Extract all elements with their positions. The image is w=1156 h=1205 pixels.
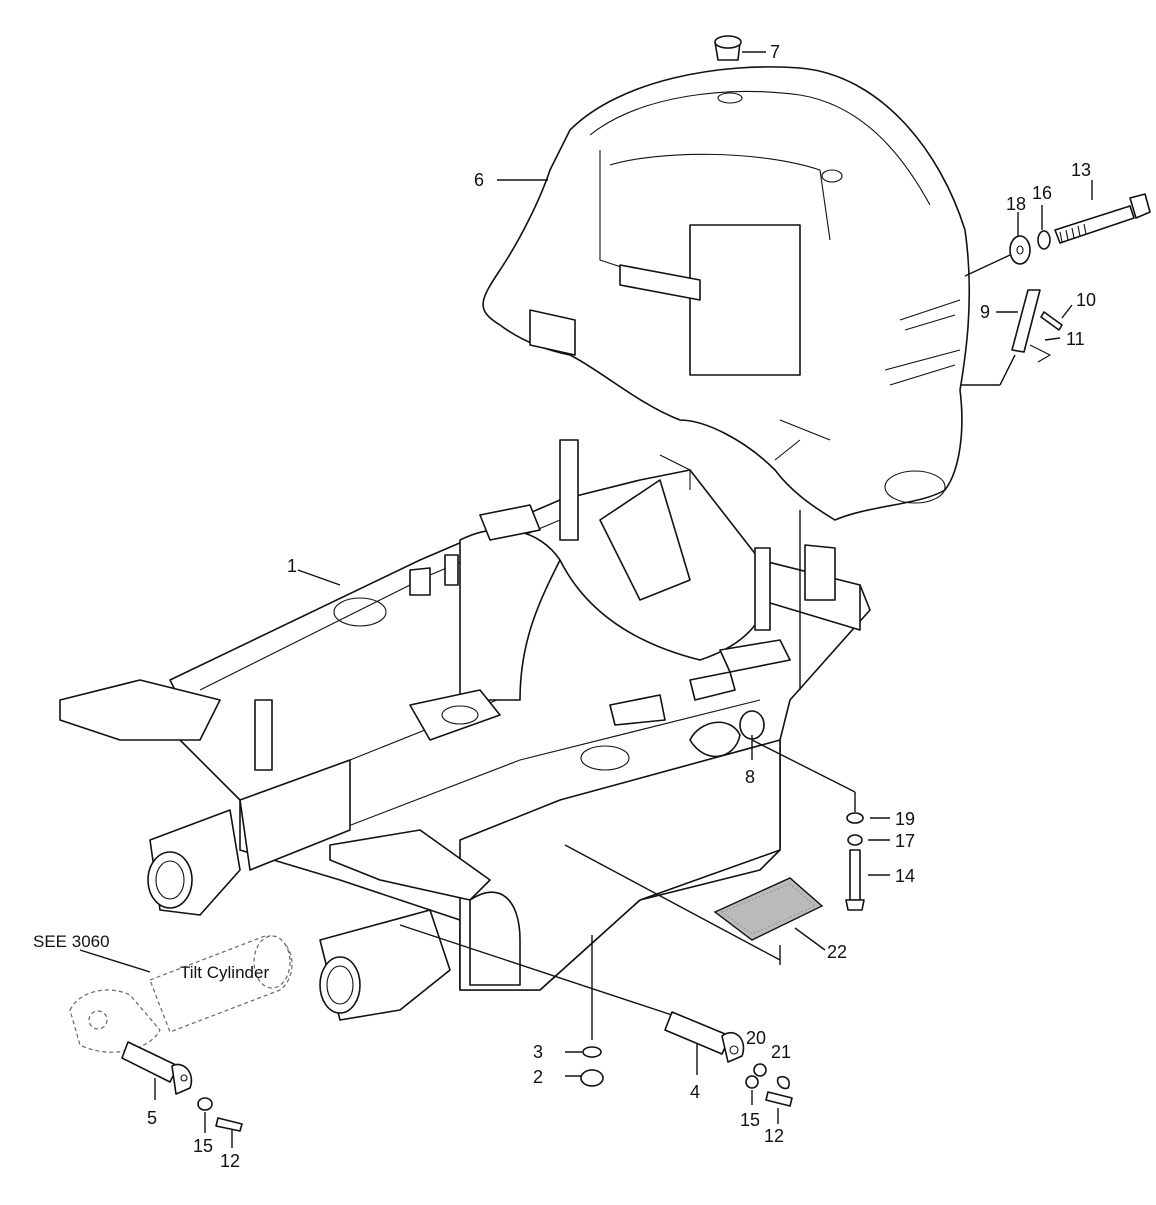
- callout-4: 4: [690, 1082, 700, 1102]
- callout-2: 2: [533, 1067, 543, 1087]
- callout-13: 13: [1071, 160, 1091, 180]
- tilt-cylinder-label: Tilt Cylinder: [180, 963, 269, 982]
- callout-21: 21: [771, 1042, 791, 1062]
- pin-part-5: [121, 1041, 243, 1132]
- callout-1: 1: [287, 556, 297, 576]
- callout-20: 20: [746, 1028, 766, 1048]
- callout-17: 17: [895, 831, 915, 851]
- pin-assembly-9-10-11: [960, 289, 1063, 386]
- bolt-assembly-13-16-18: [964, 193, 1151, 277]
- nut-washer-2-3: [580, 1046, 604, 1087]
- callout-15: 15: [193, 1136, 213, 1156]
- callout-12-second: 12: [764, 1126, 784, 1146]
- plate-part-22: [713, 877, 824, 941]
- callout-6: 6: [474, 170, 484, 190]
- callout-5: 5: [147, 1108, 157, 1128]
- callout-14: 14: [895, 866, 915, 886]
- callout-9: 9: [980, 302, 990, 322]
- tilt-cylinder-reference: [69, 935, 293, 1053]
- callout-22: 22: [827, 942, 847, 962]
- callout-15-second: 15: [740, 1110, 760, 1130]
- leader-lines: [79, 51, 1093, 1148]
- callout-3: 3: [533, 1042, 543, 1062]
- plug-part-7: [714, 35, 742, 61]
- callout-19: 19: [895, 809, 915, 829]
- bolt-assembly-14-17-19: [845, 812, 865, 911]
- callout-12: 12: [220, 1151, 240, 1171]
- counterweight-part: [482, 66, 971, 521]
- callout-18: 18: [1006, 194, 1026, 214]
- callout-7: 7: [770, 42, 780, 62]
- main-frame-part: [59, 439, 871, 1021]
- reference-note: SEE 3060: [33, 932, 110, 951]
- callout-8: 8: [745, 767, 755, 787]
- callout-labels: 1 2 3 4 5 6 7 8 9 10 11 12 13 14 15 16 1…: [33, 42, 1096, 1171]
- callout-16: 16: [1032, 183, 1052, 203]
- pin-part-4: [664, 1011, 793, 1107]
- callout-11: 11: [1066, 329, 1085, 349]
- callout-10: 10: [1076, 290, 1096, 310]
